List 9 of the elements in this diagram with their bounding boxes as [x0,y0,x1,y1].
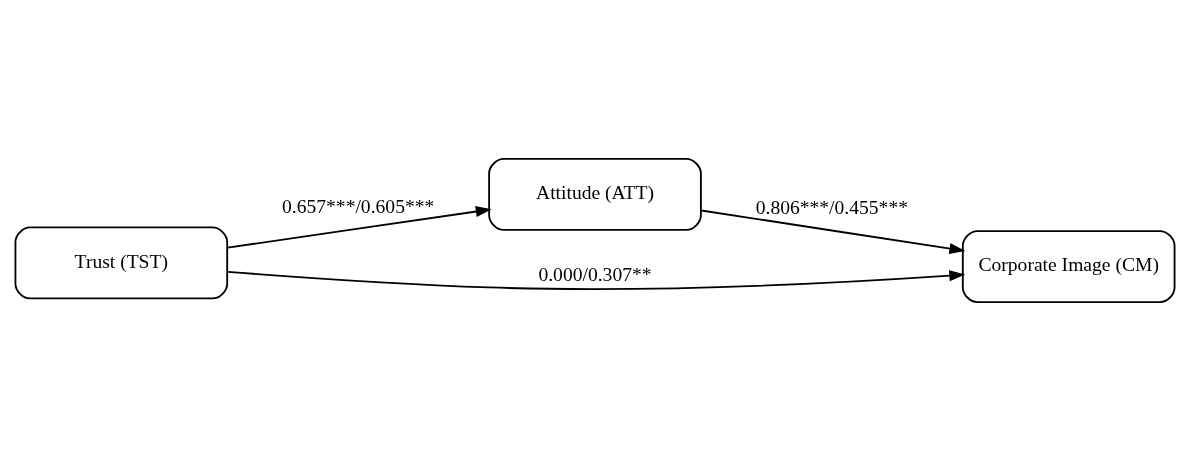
arrow [226,270,966,290]
arrow [226,206,492,249]
edge-label: 0.657***/0.605*** [282,195,435,217]
node-box: Attitude (ATT) [488,158,702,231]
node-box: Trust (TST) [14,226,229,300]
arrow [700,209,966,255]
edge-label: 0.000/0.307** [538,264,652,286]
edge-label: 0.806***/0.455*** [755,196,908,218]
node-box: Corporate Image (CM) [961,230,1176,304]
